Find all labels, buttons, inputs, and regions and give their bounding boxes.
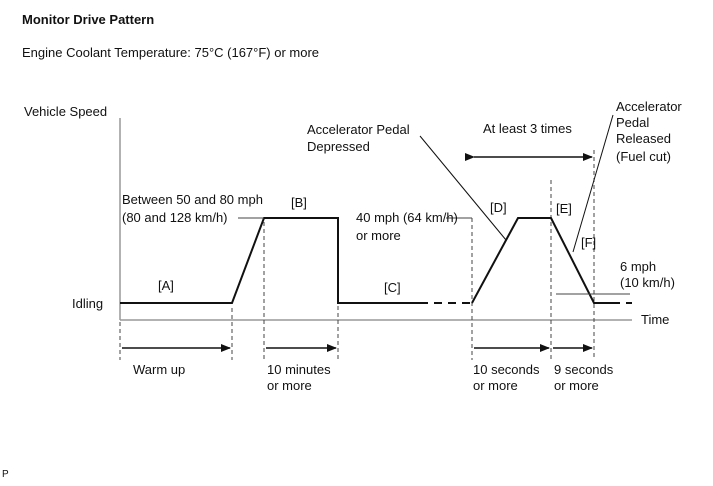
diagram-title: Monitor Drive Pattern: [22, 12, 154, 27]
ten-seconds-label: 10 seconds: [473, 362, 540, 377]
segment-a-label: [A]: [158, 278, 174, 293]
segment-f-label: [F]: [581, 235, 596, 250]
low-speed-label: 6 mph: [620, 259, 656, 274]
ten-minutes-label: 10 minutes: [267, 362, 331, 377]
segment-c-label: [C]: [384, 280, 401, 295]
pedal-depressed-label: Accelerator Pedal: [307, 122, 410, 137]
segment-d-label: [D]: [490, 200, 507, 215]
pedal-released-leader: [572, 114, 614, 253]
guide-lines: [119, 150, 595, 360]
nine-seconds-label-2: or more: [554, 378, 599, 393]
y-axis-label: Vehicle Speed: [24, 104, 107, 119]
x-axis-label: Time: [641, 312, 669, 327]
segment-b-label: [B]: [291, 195, 307, 210]
pedal-depressed-leader: [419, 135, 507, 241]
pedal-released-label: Accelerator: [616, 99, 682, 114]
high-speed-label-kmh: (80 and 128 km/h): [122, 210, 228, 225]
pedal-released-label-2: Pedal: [616, 115, 649, 130]
figure-code: P: [2, 469, 9, 480]
low-speed-label-kmh: (10 km/h): [620, 275, 675, 290]
coolant-condition: Engine Coolant Temperature: 75°C (167°F)…: [22, 45, 319, 60]
segment-e-label: [E]: [556, 201, 572, 216]
pedal-released-label-4: (Fuel cut): [616, 149, 671, 164]
mid-speed-label-qualifier: or more: [356, 228, 401, 243]
mid-speed-label: 40 mph (64 km/h): [356, 210, 458, 225]
speed-profile-first: [120, 217, 420, 304]
ten-minutes-label-2: or more: [267, 378, 312, 393]
idling-label: Idling: [72, 296, 103, 311]
pedal-released-label-3: Released: [616, 131, 671, 146]
warmup-label: Warm up: [133, 362, 185, 377]
high-speed-label: Between 50 and 80 mph: [122, 192, 263, 207]
ten-seconds-label-2: or more: [473, 378, 518, 393]
speed-profile-cycle: [471, 217, 612, 304]
nine-seconds-label: 9 seconds: [554, 362, 614, 377]
repeat-label: At least 3 times: [483, 121, 572, 136]
pedal-depressed-label-2: Depressed: [307, 139, 370, 154]
